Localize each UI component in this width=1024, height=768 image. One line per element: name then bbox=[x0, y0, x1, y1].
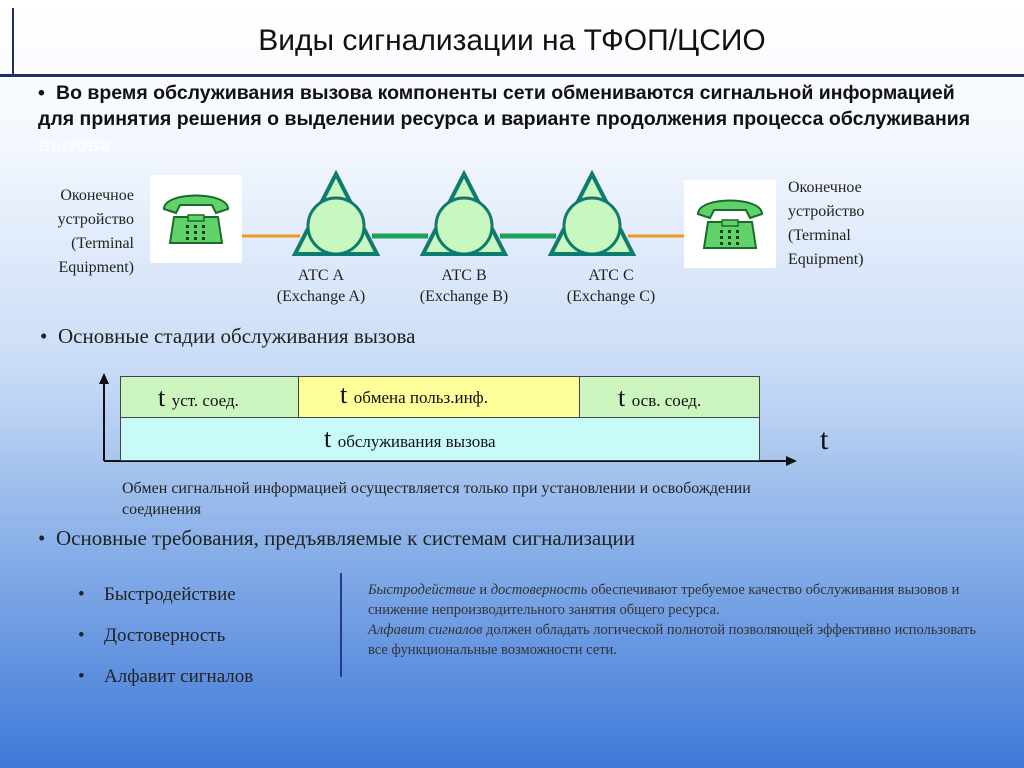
terminal-right-line: устройство bbox=[788, 203, 865, 220]
terminal-right-line: Equipment) bbox=[788, 251, 864, 268]
terminal-left-label: Оконечное устройство (Terminal Equipment… bbox=[22, 184, 134, 280]
requirements-heading: • Основные требования, предъявляемые к си… bbox=[38, 526, 635, 551]
stage-sub: уст. соед. bbox=[171, 391, 239, 410]
requirements-list: • Быстродействие • Достоверность • Алфавит … bbox=[78, 582, 253, 705]
intro-faint-tail: вызова bbox=[38, 134, 111, 156]
terminal-right-phone bbox=[684, 180, 776, 268]
exchange-en: (Exchange B) bbox=[419, 288, 509, 305]
bullet-dot: • bbox=[78, 625, 85, 646]
exchange-name: АТС B bbox=[441, 267, 487, 284]
list-item-text: Быстродействие bbox=[104, 584, 236, 605]
title-rule-vertical bbox=[12, 8, 14, 74]
stages-note: Обмен сигнальной информацией осуществляе… bbox=[122, 480, 751, 518]
exchange-a-label: АТС A (Exchange A) bbox=[256, 265, 386, 307]
bullet-dot: • bbox=[40, 324, 48, 348]
terminal-left-line: устройство bbox=[57, 211, 134, 228]
terminal-left-line: (Terminal bbox=[71, 235, 134, 252]
t-symbol: t bbox=[618, 383, 626, 412]
terminal-left-line: Equipment) bbox=[58, 259, 134, 276]
service-sub: обслуживания вызова bbox=[337, 432, 496, 451]
exchange-en: (Exchange C) bbox=[566, 288, 656, 305]
intro-bullet: •Во время обслуживания вызова компоненты… bbox=[38, 80, 988, 158]
exchange-b-node bbox=[419, 169, 509, 256]
stage-setup-cell bbox=[120, 376, 299, 418]
service-label: t обслуживания вызова bbox=[324, 424, 496, 454]
note-text: должен обладать логической полнотой позв… bbox=[368, 622, 976, 658]
exchange-c-node bbox=[547, 169, 637, 256]
list-item: • Быстродействие bbox=[78, 582, 253, 623]
divider-line bbox=[340, 573, 342, 677]
bullet-dot: • bbox=[38, 82, 45, 104]
stage-exchange-cell bbox=[298, 376, 580, 418]
list-item: • Алфавит сигналов bbox=[78, 664, 253, 705]
exchange-a-node bbox=[291, 169, 381, 256]
note-paragraph-2: Алфавит сигналов должен обладать логичес… bbox=[368, 620, 993, 660]
stage-release-label: t осв. соед. bbox=[618, 383, 701, 413]
terminal-left-line: Оконечное bbox=[60, 187, 134, 204]
slide-title: Виды сигнализации на ТФОП/ЦСИО bbox=[258, 24, 766, 57]
t-symbol: t bbox=[158, 383, 166, 412]
telephone-icon bbox=[162, 194, 230, 244]
intro-text: Во время обслуживания вызова компоненты … bbox=[38, 82, 971, 130]
exchange-b-label: АТС B (Exchange B) bbox=[399, 265, 529, 307]
note-paragraph-1: Быстродействие и достоверность обеспечив… bbox=[368, 580, 993, 620]
requirements-note: Быстродействие и достоверность обеспечив… bbox=[368, 580, 993, 660]
telephone-icon bbox=[696, 199, 764, 249]
stage-sub: обмена польз.инф. bbox=[353, 388, 488, 407]
stages-heading-text: Основные стадии обслуживания вызова bbox=[58, 324, 416, 348]
terminal-right-label: Оконечное устройство (Terminal Equipment… bbox=[788, 176, 918, 272]
exchange-c-label: АТС C (Exchange C) bbox=[546, 265, 676, 307]
bullet-dot: • bbox=[78, 584, 85, 605]
title-rule bbox=[0, 74, 1024, 77]
service-cell bbox=[120, 417, 760, 461]
t-symbol: t bbox=[340, 380, 348, 409]
note-italic: Быстродействие bbox=[368, 582, 476, 598]
note-text: и bbox=[475, 582, 491, 598]
list-item-text: Алфавит сигналов bbox=[104, 666, 254, 687]
time-axis-label: t bbox=[820, 423, 829, 456]
note-text: обеспечивают требуемое качество обслужив… bbox=[368, 582, 960, 618]
network-diagram bbox=[242, 169, 684, 256]
exchange-name: АТС C bbox=[588, 267, 634, 284]
note-italic: Алфавит сигналов bbox=[368, 622, 483, 638]
note-italic: достоверность bbox=[490, 582, 588, 598]
terminal-left-phone bbox=[150, 175, 242, 263]
requirements-heading-text: Основные требования, предъявляемые к сис… bbox=[56, 526, 635, 550]
terminal-right-line: Оконечное bbox=[788, 179, 862, 196]
stages-heading: • Основные стадии обслуживания вызова bbox=[40, 324, 416, 349]
exchange-en: (Exchange A) bbox=[276, 288, 366, 305]
stage-sub: осв. соед. bbox=[631, 391, 702, 410]
list-item: • Достоверность bbox=[78, 623, 253, 664]
list-item-text: Достоверность bbox=[104, 625, 226, 646]
exchange-name: АТС A bbox=[297, 267, 345, 284]
stage-exchange-label: t обмена польз.инф. bbox=[340, 380, 488, 410]
t-symbol: t bbox=[324, 424, 332, 453]
stage-setup-label: t уст. соед. bbox=[158, 383, 239, 413]
terminal-right-line: (Terminal bbox=[788, 227, 851, 244]
bullet-dot: • bbox=[78, 666, 85, 687]
bullet-dot: • bbox=[38, 526, 46, 550]
